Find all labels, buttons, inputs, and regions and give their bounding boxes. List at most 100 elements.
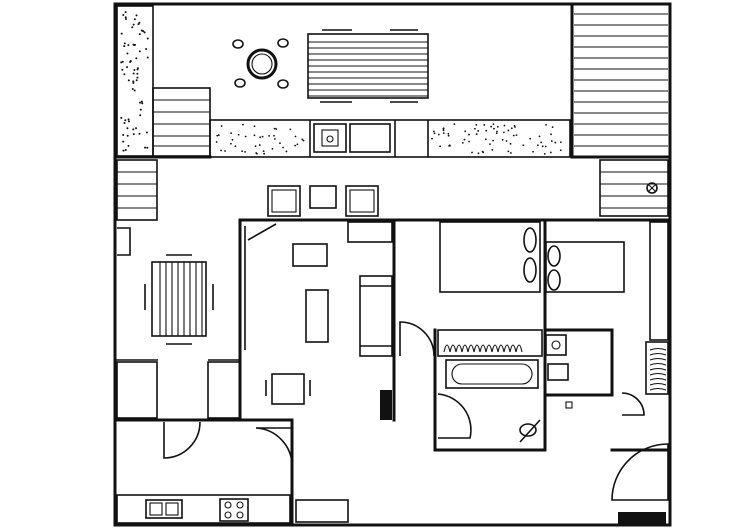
gravel-dot — [433, 132, 436, 135]
gravel-dot — [132, 133, 135, 136]
gravel-dot — [541, 145, 544, 148]
gravel-dot — [468, 133, 470, 136]
gravel-dot — [132, 81, 135, 84]
gravel-dot — [127, 79, 130, 82]
radiator-fin — [479, 344, 487, 353]
gravel-dot — [543, 152, 546, 155]
gravel-dot — [453, 123, 456, 125]
gravel-dot — [132, 128, 135, 131]
radiator-fin — [485, 344, 493, 353]
radiator-fin — [455, 344, 463, 353]
double-bed — [439, 221, 541, 293]
gravel-dot — [144, 146, 147, 149]
gravel-dot — [121, 68, 124, 71]
kitchen — [116, 494, 291, 524]
gravel-dot — [244, 135, 247, 138]
gravel-dot — [301, 138, 304, 141]
gravel-dot — [483, 124, 486, 126]
gravel-dot — [268, 134, 271, 137]
gravel-dot — [139, 114, 142, 117]
gravel-dot — [132, 23, 135, 26]
gravel-dot — [512, 134, 515, 137]
living-room — [247, 221, 393, 523]
stove — [219, 498, 249, 522]
radiator-fin — [497, 344, 505, 353]
gravel-dot — [507, 150, 510, 153]
gravel-dot — [294, 135, 297, 138]
gravel-dot — [490, 125, 493, 128]
gravel-dot — [474, 127, 476, 130]
gravel-dot — [496, 130, 498, 133]
gravel-dot — [138, 33, 141, 36]
gravel-dot — [123, 73, 126, 76]
gravel-dot — [230, 142, 232, 145]
gravel-dot — [217, 134, 220, 136]
bedroom-small — [545, 221, 669, 395]
gravel-dot — [501, 138, 504, 141]
gravel-dot — [123, 122, 126, 125]
gravel-dot — [127, 120, 130, 123]
gravel-dot — [294, 144, 297, 147]
gravel-dot — [142, 30, 145, 33]
vent-fin — [649, 357, 667, 361]
outer-walls — [113, 155, 672, 527]
gravel-dot — [131, 26, 134, 29]
gravel-dot — [468, 140, 470, 143]
gravel-dot — [124, 11, 127, 14]
gravel-dot — [545, 123, 547, 126]
vent-fin — [649, 372, 667, 376]
gravel-dot — [475, 133, 478, 135]
gravel-dot — [550, 133, 552, 136]
gravel-dot — [442, 129, 445, 132]
gravel-dot — [256, 152, 258, 155]
gravel-dot — [463, 138, 466, 141]
sink — [145, 499, 183, 519]
gravel-dot — [242, 123, 244, 126]
bathtub — [445, 359, 539, 389]
vent-fin — [649, 387, 667, 391]
gravel-dot — [127, 144, 130, 147]
gravel-dot — [273, 127, 276, 130]
gravel-dot — [126, 134, 129, 137]
gravel-dot — [146, 37, 149, 40]
vent-fin — [649, 382, 667, 386]
gravel-dot — [254, 145, 257, 148]
gravel-dot — [273, 134, 275, 137]
gravel-dot — [138, 132, 141, 135]
gravel-dot — [131, 88, 134, 91]
gravel-dot — [120, 61, 123, 64]
gravel-dot — [551, 126, 554, 129]
gravel-dot — [124, 16, 127, 19]
gravel-dot — [464, 130, 467, 133]
bathroom — [437, 329, 543, 443]
radiator-fin — [467, 344, 475, 353]
gravel-dot — [145, 48, 148, 51]
gravel-dot — [120, 116, 123, 119]
gravel-dot — [124, 148, 127, 151]
gravel-dot — [484, 138, 487, 141]
gravel-dot — [544, 145, 547, 148]
gravel-dot — [133, 69, 136, 72]
gravel-dot — [126, 127, 129, 130]
radiator-fin — [449, 344, 457, 353]
gravel-dot — [442, 132, 445, 135]
outdoor-table — [307, 29, 429, 103]
gravel-dot — [122, 134, 125, 137]
gravel-dot — [127, 118, 130, 121]
gravel-dot — [477, 130, 480, 132]
gravel-dot — [139, 108, 142, 111]
gravel-dot — [489, 143, 491, 146]
gravel-dot — [234, 145, 237, 148]
shower-room — [545, 334, 573, 409]
gravel-dot — [139, 101, 142, 104]
bedroom-master — [439, 221, 541, 293]
gravel-dot — [437, 133, 440, 136]
gravel-dot — [529, 137, 532, 140]
gravel-dot — [224, 150, 226, 152]
gravel-dot — [302, 139, 305, 142]
terrace-counter — [209, 119, 571, 158]
single-bed — [545, 241, 625, 293]
gravel-dot — [509, 152, 512, 154]
gravel-dot — [549, 151, 552, 154]
gravel-dot — [146, 56, 149, 59]
